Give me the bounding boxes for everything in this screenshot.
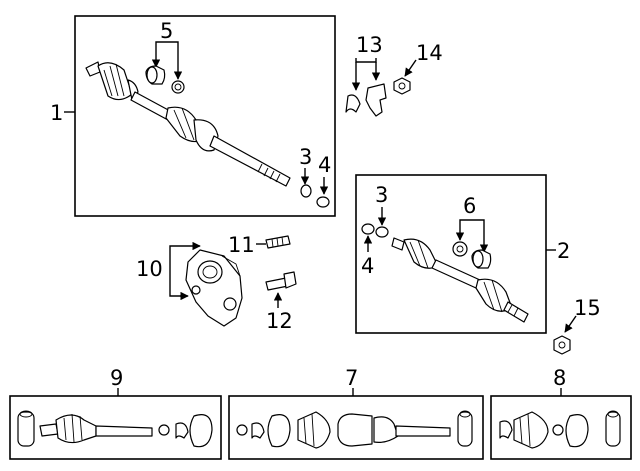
callout-8: 8 [553, 366, 566, 390]
circlip-4-box2 [361, 223, 375, 235]
axle-assembly-1-group: 1 5 3 4 [50, 15, 336, 217]
axle-2-box [355, 174, 547, 334]
callout-4-box1: 4 [318, 153, 331, 177]
callout-4-box2: 4 [361, 254, 374, 278]
circlip-4-box1 [316, 196, 330, 208]
ring-3-box2 [375, 226, 389, 238]
bracket-13b [365, 83, 387, 117]
callout-14: 14 [416, 41, 443, 65]
kit-9-box [9, 395, 222, 460]
callout-10-bracket [169, 245, 194, 297]
callout-9: 9 [110, 366, 123, 390]
bushing-6b [471, 249, 492, 269]
nut-14 [393, 77, 411, 95]
kit-8-group: 8 [490, 366, 632, 460]
kit-7-box [228, 395, 484, 460]
callout-15-arrow [564, 315, 577, 333]
callout-7: 7 [345, 366, 358, 390]
ring-3-box1 [300, 184, 312, 198]
callout-13: 13 [356, 33, 383, 57]
callout-11: 11 [228, 233, 255, 257]
ring-6a [452, 241, 468, 257]
brackets-13-group: 13 [345, 33, 387, 117]
callout-6: 6 [463, 194, 476, 218]
callout-12: 12 [266, 309, 293, 333]
callout-10: 10 [136, 257, 163, 281]
nut-14-group: 14 [393, 41, 443, 95]
kit-9-group: 9 [9, 366, 222, 460]
bracket-13a [345, 94, 361, 113]
callout-3-box1: 3 [299, 145, 312, 169]
stud-11 [265, 235, 291, 249]
callout-5: 5 [160, 19, 173, 43]
kit-7-group: 7 [228, 366, 484, 460]
axle-assembly-2-group: 2 3 4 6 [355, 174, 570, 334]
callout-15: 15 [574, 296, 601, 320]
bushing-5a [145, 65, 166, 85]
callout-3-box2: 3 [375, 183, 388, 207]
kit-8-box [490, 395, 632, 460]
bracket-10-group: 11 10 12 [136, 233, 297, 333]
callout-13-bracket [355, 58, 377, 63]
left-axle-shaft-drawing [85, 61, 291, 187]
kit-9-parts [17, 410, 213, 448]
kit-8-parts [499, 410, 621, 449]
nut-15-group: 15 [553, 296, 601, 355]
bolt-12 [265, 271, 297, 291]
callout-14-arrow [404, 59, 417, 77]
ring-5b [171, 80, 185, 94]
right-axle-shaft-drawing [391, 237, 529, 323]
callout-2: 2 [557, 239, 570, 263]
callout-6-bracket [459, 219, 485, 224]
callout-5-bracket [155, 41, 179, 46]
kit-7-parts [236, 410, 473, 449]
bearing-bracket-10 [185, 249, 243, 327]
nut-15 [553, 335, 571, 355]
callout-1: 1 [50, 101, 63, 125]
axle-1-box [74, 15, 336, 217]
